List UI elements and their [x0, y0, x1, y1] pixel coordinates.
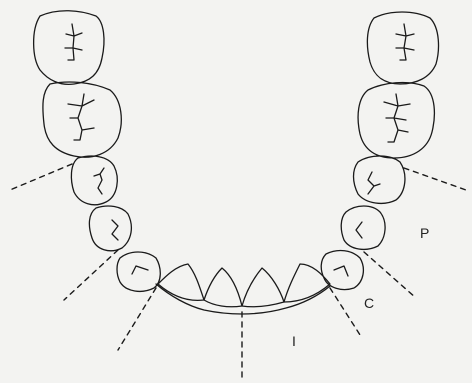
- right-canine-fissure: [334, 266, 348, 276]
- left-canine: [117, 252, 160, 291]
- left-first-premolar: [89, 206, 131, 251]
- premolar-label: P: [420, 225, 429, 241]
- right-second-molar-fissure: [396, 24, 414, 60]
- right-first-molar-fissure: [384, 94, 410, 142]
- left-premolar-canine-divider: [64, 250, 118, 300]
- right-lateral-incisor: [284, 264, 330, 302]
- left-molar-premolar-divider: [10, 164, 72, 190]
- left-second-premolar-fissure: [94, 168, 104, 194]
- right-central-incisor: [242, 268, 284, 307]
- left-canine-fissure: [132, 266, 148, 274]
- right-molar-premolar-divider: [404, 168, 466, 190]
- canine-label: C: [364, 295, 374, 311]
- right-second-premolar: [354, 156, 405, 203]
- right-premolar-canine-divider: [364, 252, 416, 298]
- left-second-premolar: [71, 156, 117, 205]
- left-second-molar-fissure: [65, 24, 82, 60]
- left-lateral-incisor: [158, 264, 204, 300]
- incisor-label: I: [292, 333, 296, 349]
- right-first-premolar: [341, 206, 385, 249]
- right-canine: [321, 251, 363, 290]
- right-canine-incisor-divider: [330, 288, 362, 338]
- left-incisal-arc: [156, 284, 242, 314]
- right-first-premolar-fissure: [356, 222, 362, 238]
- left-central-incisor: [204, 268, 242, 307]
- left-first-premolar-fissure: [112, 220, 118, 240]
- right-incisal-arc: [242, 286, 330, 314]
- left-first-molar: [43, 82, 121, 157]
- left-first-molar-fissure: [68, 94, 94, 140]
- left-canine-incisor-divider: [118, 288, 156, 350]
- right-second-premolar-fissure: [368, 172, 380, 194]
